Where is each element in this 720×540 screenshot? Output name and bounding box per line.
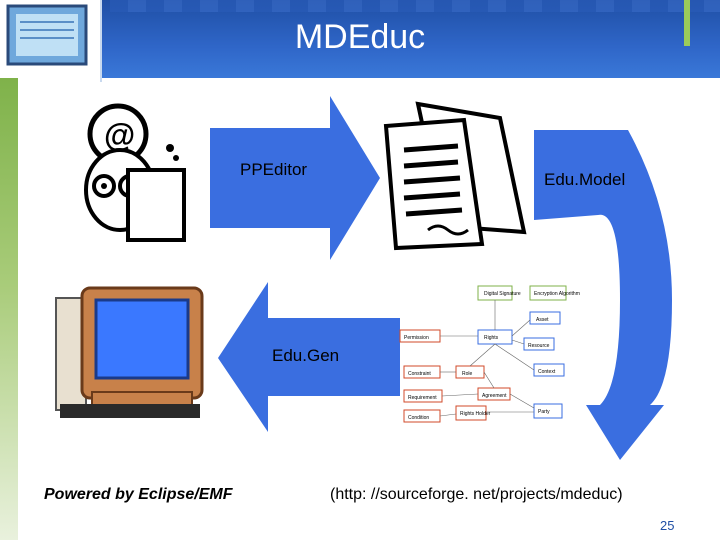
page-number: 25 xyxy=(660,518,675,533)
header-stripe xyxy=(110,0,720,12)
diagram-node: Agreement xyxy=(482,393,507,399)
model-diagram: Digital Signature Encryption Algorithm A… xyxy=(399,285,580,423)
diagram-node: Asset xyxy=(536,317,549,323)
edugen-label: Edu.Gen xyxy=(272,346,340,365)
diagram-node: Context xyxy=(538,369,556,375)
documents-clipart-icon xyxy=(383,101,527,251)
project-url: (http: //sourceforge. net/projects/mdedu… xyxy=(330,486,623,503)
slide-title: MDEduc xyxy=(294,18,426,56)
svg-text:@: @ xyxy=(104,117,135,153)
diagram-node: Permission xyxy=(404,335,429,341)
diagram-node: Constraint xyxy=(408,371,431,377)
computer-logo-icon xyxy=(6,4,88,66)
diagram-node: Digital Signature xyxy=(484,291,521,297)
ppeditor-arrow-icon xyxy=(210,96,380,260)
slide-header xyxy=(0,0,720,78)
diagram-node: Resource xyxy=(528,343,550,349)
ppeditor-label: PPEditor xyxy=(240,160,308,179)
diagram-node: Party xyxy=(538,409,550,415)
computer-clipart-icon xyxy=(55,286,204,418)
edumodel-label: Edu.Model xyxy=(544,170,626,189)
header-accent-line xyxy=(684,0,690,46)
left-accent-bar xyxy=(0,78,18,540)
diagram-node: Requirement xyxy=(408,395,437,401)
person-clipart-icon: @ xyxy=(84,103,186,242)
diagram-node: Rights xyxy=(484,335,499,341)
powered-by-text: Powered by Eclipse/EMF xyxy=(44,486,233,503)
diagram-node: Condition xyxy=(408,415,429,421)
diagram-node: Role xyxy=(462,371,473,377)
edumodel-curve-arrow-icon xyxy=(534,130,672,460)
diagram-node: Rights Holder xyxy=(460,411,491,417)
edugen-arrow-icon xyxy=(218,282,400,432)
diagram-node: Encryption Algorithm xyxy=(534,291,580,297)
